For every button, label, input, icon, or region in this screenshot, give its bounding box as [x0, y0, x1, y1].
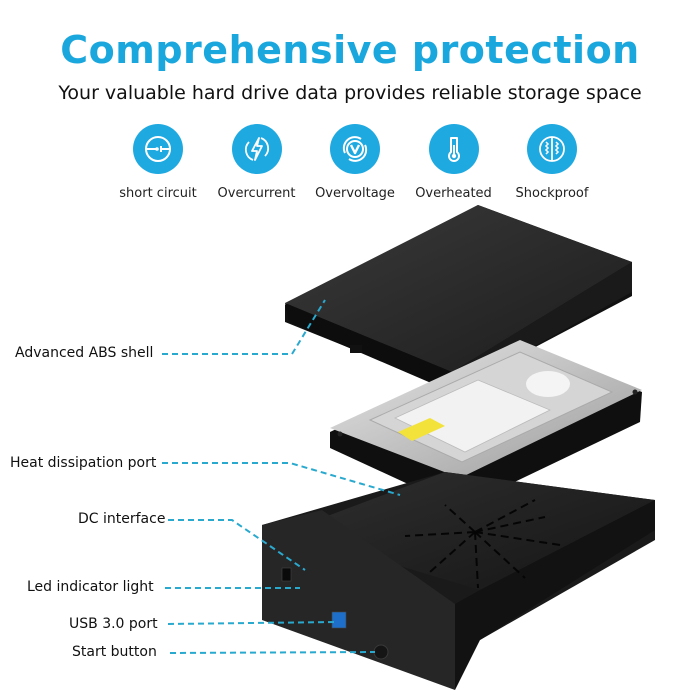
usb-port: [331, 611, 347, 629]
short-circuit-icon: [133, 124, 183, 174]
thermometer-icon: [428, 124, 479, 174]
feature-overvoltage: Overvoltage: [307, 124, 403, 201]
enclosure-base: [262, 472, 655, 690]
feature-label: Shockproof: [515, 186, 589, 201]
page-subtitle: Your valuable hard drive data provides r…: [58, 82, 642, 104]
callout-start-button: Start button: [72, 644, 157, 660]
feature-shockproof: Shockproof: [504, 124, 600, 201]
callout-abs-shell: Advanced ABS shell: [15, 345, 154, 361]
hard-disk-drive: [330, 340, 642, 508]
callout-usb-port: USB 3.0 port: [69, 616, 158, 632]
abs-shell-lid: [285, 205, 632, 392]
shockproof-icon: [527, 124, 577, 174]
feature-list: short circuit Overcurrent Overvoltage Ov…: [110, 124, 600, 201]
feature-label: Overvoltage: [315, 186, 395, 201]
feature-overcurrent: Overcurrent: [209, 124, 305, 201]
feature-overheated: Overheated: [406, 124, 502, 201]
leader-lines: [162, 299, 401, 654]
feature-label: short circuit: [119, 186, 197, 201]
callout-dc-interface: DC interface: [78, 511, 166, 527]
voltage-v-icon: [330, 124, 380, 174]
callout-led-indicator: Led indicator light: [27, 579, 154, 595]
feature-short-circuit: short circuit: [110, 124, 206, 201]
feature-label: Overheated: [415, 186, 492, 201]
feature-label: Overcurrent: [217, 186, 296, 201]
page-title: Comprehensive protection: [60, 28, 640, 72]
start-button-knob: [373, 644, 389, 660]
lightning-icon: [231, 124, 282, 174]
dc-port: [281, 567, 292, 582]
callout-heat-dissipation-port: Heat dissipation port: [10, 455, 157, 471]
